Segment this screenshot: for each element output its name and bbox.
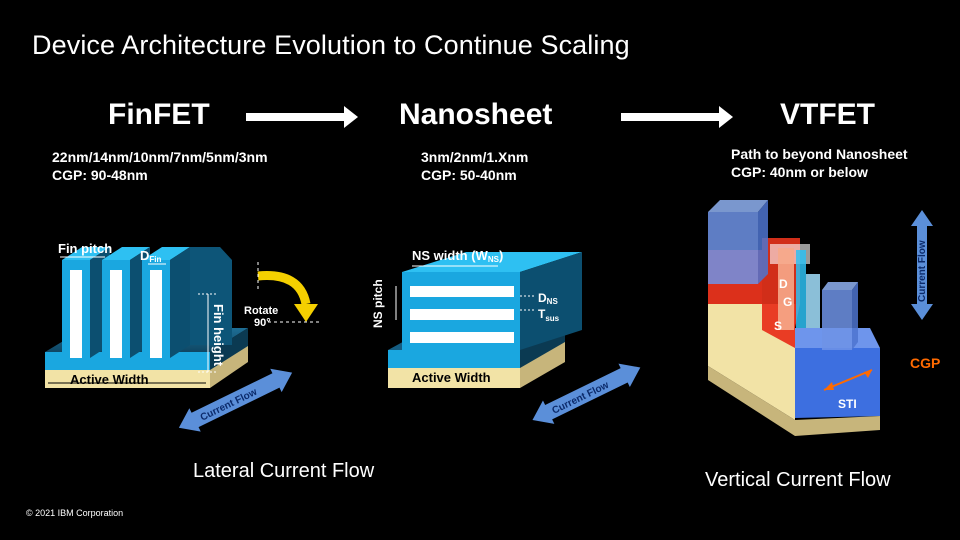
finfet-tan-side bbox=[210, 346, 248, 388]
ns-gate-side bbox=[520, 252, 582, 350]
vtfet-path: Path to beyond Nanosheet bbox=[731, 146, 908, 162]
vtfet-channel bbox=[778, 248, 794, 330]
finfet-cgp: CGP: 90-48nm bbox=[52, 167, 148, 183]
vtfet-g-label: G bbox=[783, 295, 792, 309]
finfet-caption: Lateral Current Flow bbox=[193, 460, 375, 482]
rotate-label: Rotate bbox=[244, 305, 278, 317]
nanosheet-diagram: NS width (WNS) NS pitch DNS Tsus Active … bbox=[371, 248, 641, 424]
vtfet-diagram: D G S STI CGP Current Flow bbox=[708, 200, 940, 436]
fin-back-slab bbox=[190, 247, 232, 345]
progression-arrow-1 bbox=[246, 106, 358, 128]
ns-width-label: NS width (WNS) bbox=[412, 248, 503, 264]
vtfet-specs: Path to beyond Nanosheet CGP: 40nm or be… bbox=[731, 145, 908, 181]
finfet-title: FinFET bbox=[108, 98, 210, 131]
progression-arrow-2 bbox=[621, 106, 733, 128]
vtfet-d-label: D bbox=[779, 277, 788, 291]
nanosheet-2 bbox=[410, 309, 514, 320]
finfet-specs: 22nm/14nm/10nm/7nm/5nm/3nm CGP: 90-48nm bbox=[52, 148, 268, 184]
rotate-arrow bbox=[257, 271, 311, 306]
nanosheet-3 bbox=[410, 332, 514, 343]
nanosheet-title: Nanosheet bbox=[399, 98, 553, 131]
vtfet-caption: Vertical Current Flow bbox=[705, 469, 891, 491]
finfet-nodes: 22nm/14nm/10nm/7nm/5nm/3nm bbox=[52, 149, 268, 165]
rotate-degrees: 90° bbox=[254, 317, 271, 329]
nanosheet-cgp: CGP: 50-40nm bbox=[421, 167, 517, 183]
fin-pitch-label: Fin pitch bbox=[58, 241, 112, 256]
vtfet-cgp: CGP: 40nm or below bbox=[731, 164, 868, 180]
active-width-label: Active Width bbox=[70, 372, 149, 387]
vtfet-right-pillar bbox=[822, 290, 852, 350]
nanosheet-1 bbox=[410, 286, 514, 297]
ns-tan-strip bbox=[388, 368, 520, 388]
vtfet-cgp-label: CGP bbox=[910, 355, 940, 371]
dns-label: DNS bbox=[538, 291, 558, 306]
slide-title: Device Architecture Evolution to Continu… bbox=[32, 30, 630, 60]
ns-pitch-label: NS pitch bbox=[371, 279, 385, 328]
vtfet-current-flow-arrow: Current Flow bbox=[911, 210, 933, 320]
nanosheet-nodes: 3nm/2nm/1.Xnm bbox=[421, 149, 529, 165]
vtfet-sti-block bbox=[795, 348, 880, 418]
copyright: © 2021 IBM Corporation bbox=[26, 508, 124, 518]
finfet-diagram: Fin pitch DFin Fin height Rotate 90° Act… bbox=[45, 241, 320, 432]
tsus-label: Tsus bbox=[538, 307, 560, 323]
nanosheet-specs: 3nm/2nm/1.Xnm CGP: 50-40nm bbox=[421, 148, 528, 184]
vtfet-current-flow-label: Current Flow bbox=[917, 240, 928, 302]
fin-height-label: Fin height bbox=[211, 304, 226, 367]
ns-active-width-label: Active Width bbox=[412, 370, 491, 385]
vtfet-s-label: S bbox=[774, 319, 782, 333]
vtfet-title: VTFET bbox=[780, 98, 875, 131]
dfin-label: DFin bbox=[140, 248, 162, 264]
vtfet-left-pillar bbox=[708, 212, 758, 284]
ns-gate-top bbox=[402, 252, 582, 272]
fin-3 bbox=[142, 247, 190, 358]
ns-base-front bbox=[388, 350, 520, 368]
vtfet-sti-label: STI bbox=[838, 397, 857, 411]
